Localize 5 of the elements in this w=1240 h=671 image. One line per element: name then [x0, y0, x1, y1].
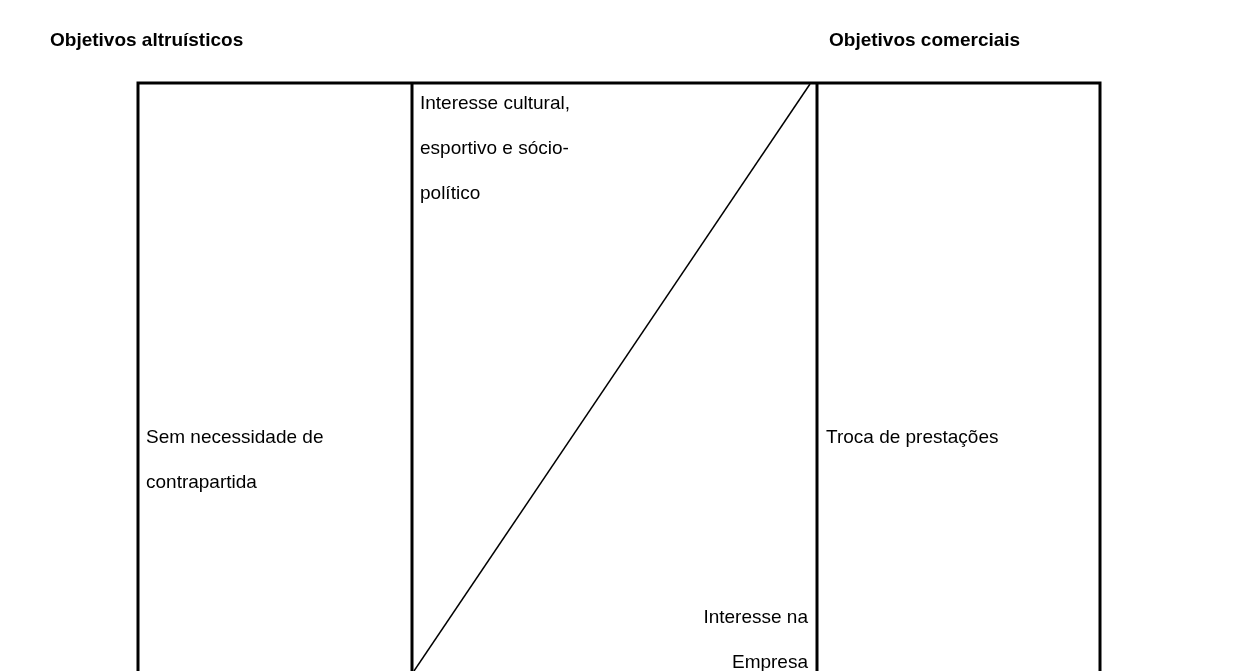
- cell-text: Troca de prestações: [826, 425, 1000, 449]
- column-heading: Objetivos altruísticos: [50, 28, 245, 52]
- cell-text: Sem necessidade de contrapartida: [146, 425, 325, 494]
- cell-text: Interesse cultural, esportivo e sócio-político: [420, 91, 571, 205]
- column-heading: Objetivos comerciais: [829, 28, 1022, 52]
